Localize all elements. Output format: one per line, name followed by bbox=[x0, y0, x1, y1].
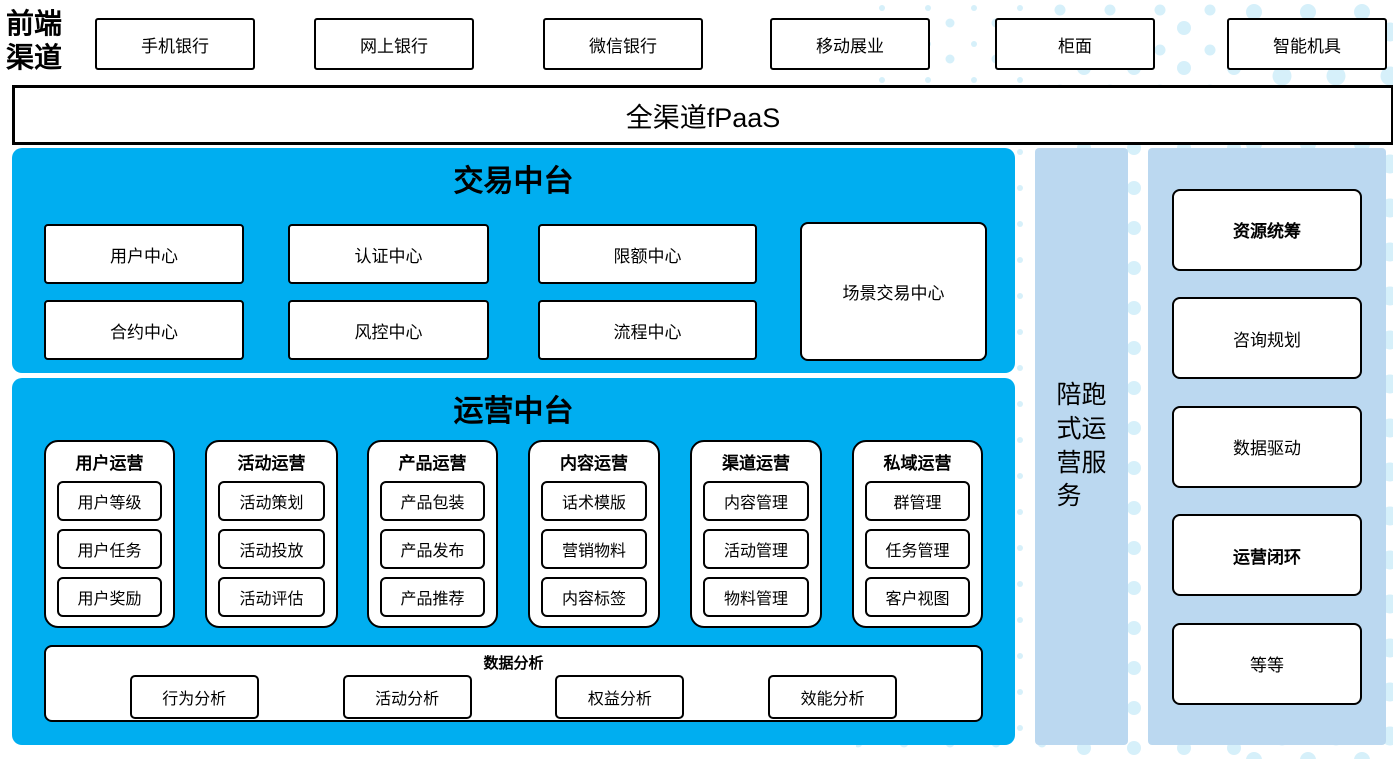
transaction-platform-panel: 交易中台 用户中心 认证中心 限额中心 合约中心 风控中心 流程中心 场景交易中… bbox=[12, 148, 1015, 373]
op-column-title: 活动运营 bbox=[237, 454, 306, 473]
op-item: 产品包装 bbox=[380, 481, 485, 521]
data-analysis-box: 数据分析 行为分析 活动分析 权益分析 效能分析 bbox=[44, 645, 983, 722]
center-box-contract: 合约中心 bbox=[44, 300, 244, 360]
support-panel: 资源统筹 咨询规划 数据驱动 运营闭环 等等 bbox=[1148, 148, 1386, 745]
center-box-process: 流程中心 bbox=[538, 300, 757, 360]
companion-service-panel: 陪跑 式运 营服 务 bbox=[1035, 148, 1128, 745]
op-item: 客户视图 bbox=[865, 577, 970, 617]
support-item-operation-loop: 运营闭环 bbox=[1172, 514, 1362, 596]
data-analysis-row: 行为分析 活动分析 权益分析 效能分析 bbox=[46, 673, 981, 720]
op-column-title: 渠道运营 bbox=[722, 454, 790, 473]
op-item: 任务管理 bbox=[865, 529, 970, 569]
op-column-title: 内容运营 bbox=[560, 454, 628, 473]
op-column-private-domain-operation: 私域运营 群管理 任务管理 客户视图 bbox=[852, 440, 983, 628]
op-column-title: 私域运营 bbox=[883, 454, 952, 473]
channel-box-online-banking: 网上银行 bbox=[314, 18, 474, 70]
channel-label: 移动展业 bbox=[816, 36, 884, 56]
op-item: 用户奖励 bbox=[57, 577, 162, 617]
analysis-item-behavior: 行为分析 bbox=[129, 674, 259, 719]
op-item: 用户任务 bbox=[57, 529, 162, 569]
op-item: 内容管理 bbox=[703, 481, 809, 521]
op-item: 群管理 bbox=[865, 481, 970, 521]
center-box-user: 用户中心 bbox=[44, 224, 244, 284]
op-item: 产品发布 bbox=[380, 529, 485, 569]
channel-box-smart-machine: 智能机具 bbox=[1227, 18, 1387, 70]
op-column-title: 用户运营 bbox=[75, 454, 144, 473]
op-item: 活动投放 bbox=[218, 529, 325, 569]
op-item: 用户等级 bbox=[57, 481, 162, 521]
channel-label: 手机银行 bbox=[141, 36, 209, 56]
channel-box-wechat-banking: 微信银行 bbox=[543, 18, 703, 70]
operation-platform-panel: 运营中台 用户运营 用户等级 用户任务 用户奖励 活动运营 活动策划 活动投放 … bbox=[12, 378, 1015, 745]
fpaas-bar: 全渠道fPaaS bbox=[12, 85, 1393, 145]
analysis-item-activity: 活动分析 bbox=[342, 674, 472, 719]
channel-label: 智能机具 bbox=[1273, 36, 1341, 56]
front-channel-label: 前端 渠道 bbox=[6, 9, 63, 74]
op-column-title: 产品运营 bbox=[398, 454, 467, 473]
op-column-content-operation: 内容运营 话术模版 营销物料 内容标签 bbox=[528, 440, 660, 628]
data-analysis-title: 数据分析 bbox=[483, 655, 544, 672]
op-item: 活动策划 bbox=[218, 481, 325, 521]
op-item: 活动评估 bbox=[218, 577, 325, 617]
companion-service-label: 陪跑 式运 营服 务 bbox=[1056, 381, 1107, 511]
op-item: 话术模版 bbox=[541, 481, 647, 521]
center-box-limit: 限额中心 bbox=[538, 224, 757, 284]
analysis-item-efficiency: 效能分析 bbox=[768, 674, 898, 719]
analysis-item-benefit: 权益分析 bbox=[555, 674, 685, 719]
op-column-channel-operation: 渠道运营 内容管理 活动管理 物料管理 bbox=[690, 440, 822, 628]
channel-label: 微信银行 bbox=[589, 36, 657, 56]
fpaas-label: 全渠道fPaaS bbox=[625, 102, 781, 133]
center-box-scene-transaction: 场景交易中心 bbox=[800, 222, 987, 361]
operation-platform-title: 运营中台 bbox=[453, 395, 574, 428]
channel-label: 网上银行 bbox=[360, 36, 428, 56]
op-column-product-operation: 产品运营 产品包装 产品发布 产品推荐 bbox=[367, 440, 498, 628]
center-box-auth: 认证中心 bbox=[288, 224, 489, 284]
op-column-activity-operation: 活动运营 活动策划 活动投放 活动评估 bbox=[205, 440, 338, 628]
op-item: 营销物料 bbox=[541, 529, 647, 569]
channel-label: 柜面 bbox=[1058, 36, 1092, 56]
op-item: 物料管理 bbox=[703, 577, 809, 617]
center-box-risk: 风控中心 bbox=[288, 300, 489, 360]
support-item-consulting-planning: 咨询规划 bbox=[1172, 297, 1362, 379]
channel-box-mobile-banking: 手机银行 bbox=[95, 18, 255, 70]
transaction-platform-title: 交易中台 bbox=[453, 165, 574, 198]
support-item-resource-planning: 资源统筹 bbox=[1172, 188, 1362, 271]
support-item-data-driven: 数据驱动 bbox=[1172, 405, 1362, 488]
channel-box-counter: 柜面 bbox=[995, 18, 1155, 70]
support-item-etc: 等等 bbox=[1172, 622, 1362, 705]
channel-box-mobile-marketing: 移动展业 bbox=[770, 18, 930, 70]
op-item: 产品推荐 bbox=[380, 577, 485, 617]
op-item: 活动管理 bbox=[703, 529, 809, 569]
op-item: 内容标签 bbox=[541, 577, 647, 617]
op-column-user-operation: 用户运营 用户等级 用户任务 用户奖励 bbox=[44, 440, 175, 628]
